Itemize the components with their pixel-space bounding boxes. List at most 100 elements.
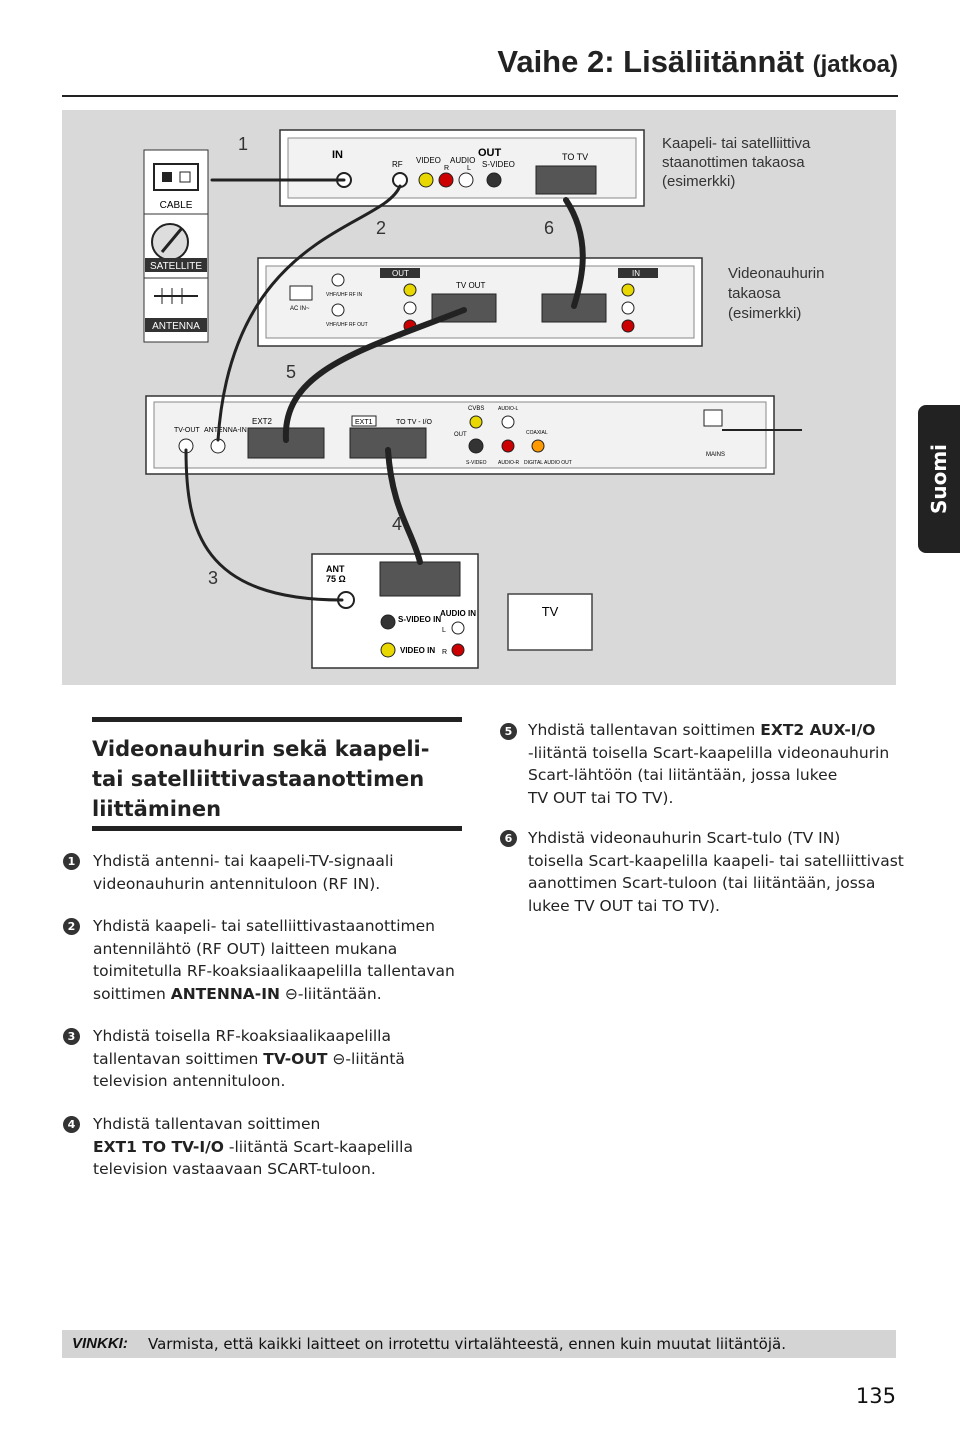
rec-out-label: OUT [454,432,467,438]
rec-digital-label: DIGITAL AUDIO OUT [524,460,572,466]
receiver-audio-label: AUDIO [450,156,475,165]
video-jack [418,172,434,188]
receiver-totv-label: TO TV [562,152,588,162]
vcr-rfout-label: VHF/UHF RF OUT [326,322,368,328]
marker-6: 6 [544,218,554,238]
tv-audio-l-jack [451,621,465,635]
tv-audioin-label: AUDIO IN [440,609,476,618]
ac-in-socket [289,285,313,301]
vcr-rfin-label: VHF/UHF RF IN [326,292,362,298]
tip-label: VINKKI: [72,1335,128,1352]
receiver-r-label: R [444,165,449,172]
recorder-back-panel: TV-OUT ANTENNA-IN EXT2 EXT1 TO TV - I/O … [145,395,802,475]
rec-totvio-label: TO TV - I/O [396,419,432,426]
language-tab: Suomi [918,405,960,553]
step-1-text: Yhdistä antenni- tai kaapeli-TV-signaali… [93,852,394,893]
rec-audio-r-jack [501,439,515,453]
receiver-video-label: VIDEO [416,156,441,165]
vcr-caption: Videonauhurin takaosa (esimerkki) [728,265,824,322]
step-3-text: Yhdistä toisella RF-koaksiaalikaapelilla… [93,1027,405,1090]
vcr-video-in-jack [621,283,635,297]
page-title-main: Vaihe 2: Lisäliitännät [497,44,805,79]
scart-totv-socket [535,165,597,195]
tv-scart-socket [379,561,461,597]
vcr-out-label: OUT [392,269,409,278]
receiver-out-label: OUT [478,147,502,159]
marker-5: 5 [286,362,296,382]
page-number: 135 [855,1384,896,1408]
section-rule-top [92,717,462,722]
antenna-label: ANTENNA [152,321,200,332]
step-6-number: 6 [500,830,517,847]
vcr-rf-in-jack [331,273,345,287]
connection-diagram-svg: CABLE SATELLITE ANTENNA IN OUT RF VIDEO … [143,129,824,669]
section-rule-bottom [92,826,462,831]
section-title: Videonauhurin sekä kaapeli- tai satellii… [92,737,430,821]
step-6-text: Yhdistä videonauhurin Scart-tulo (TV IN)… [528,829,904,915]
language-tab-label: Suomi [927,443,951,515]
step-5-number: 5 [500,723,517,740]
rec-cvbs-jack [469,415,483,429]
tip-bar: VINKKI: Varmista, että kaikki laitteet o… [62,1330,896,1358]
satellite-label: SATELLITE [150,261,202,272]
marker-3: 3 [208,568,218,588]
satellite-dish-icon [151,223,189,261]
header-rule [62,95,898,97]
cable-icon [153,163,199,191]
step-5-text: Yhdistä tallentavan soittimen EXT2 AUX-I… [528,721,890,807]
tv-icon: TV [507,593,593,651]
rec-ext1-label: EXT1 [355,419,373,426]
rec-cvbs-label: CVBS [468,406,484,412]
vcr-video-out-jack [403,283,417,297]
signal-source-box: CABLE SATELLITE ANTENNA [143,149,209,343]
antenna-symbol-icon: ⊖ [332,1049,346,1068]
marker-1: 1 [238,134,248,154]
svg-text:Videonauhurin: Videonauhurin [728,265,824,282]
svg-text:Kaapeli- tai satelliittiva: Kaapeli- tai satelliittiva [662,135,811,152]
rec-audior-label: AUDIO-R [498,460,520,466]
tv-svideo-label: S-VIDEO IN [398,615,441,624]
step-2-text: Yhdistä kaapeli- tai satelliittivastaano… [93,917,455,1003]
tv-r-label: R [442,649,447,656]
tv-back-panel: ANT 75 Ω S-VIDEO IN AUDIO IN L VIDEO IN … [311,553,479,669]
marker-4: 4 [392,514,402,534]
rec-mains-label: MAINS [706,452,725,458]
receiver-in-label: IN [332,149,343,161]
rec-svideo-jack [468,438,484,454]
marker-2: 2 [376,218,386,238]
rec-coax-jack [531,439,545,453]
tv-video-jack [380,642,396,658]
vcr-tvout-label: TV OUT [456,281,485,290]
svg-text:(esimerkki): (esimerkki) [662,173,735,190]
receiver-l-label: L [467,165,471,172]
rec-tvout-label: TV-OUT [174,427,200,434]
svg-text:takaosa: takaosa [728,285,781,302]
step-1-number: 1 [63,853,80,870]
page-title-sub: (jatkoa) [812,51,898,78]
tip-text: Varmista, että kaikki laitteet on irrote… [148,1335,786,1353]
vcr-back-panel: AC IN~ VHF/UHF RF IN VHF/UHF RF OUT OUT … [257,257,703,347]
tv-audio-r-jack [451,643,465,657]
cables [184,178,586,602]
svg-text:(esimerkki): (esimerkki) [728,305,801,322]
vcr-acin-label: AC IN~ [290,306,310,312]
tv-label: TV [542,604,559,619]
vcr-rf-out-jack [331,303,345,317]
connection-diagram: CABLE SATELLITE ANTENNA IN OUT RF VIDEO … [62,110,896,685]
cable-label: CABLE [160,200,193,211]
tv-videoin-label: VIDEO IN [400,646,435,655]
svideo-jack [486,172,502,188]
receiver-rf-label: RF [392,160,403,169]
rec-antin-label: ANTENNA-IN [204,427,247,434]
vcr-audio-in-r-jack [621,319,635,333]
receiver-svideo-label: S-VIDEO [482,160,515,169]
step-4-number: 4 [63,1116,80,1133]
audio-l-jack [458,172,474,188]
step-4-text: Yhdistä tallentavan soittimen EXT1 TO TV… [93,1115,413,1178]
receiver-caption: Kaapeli- tai satelliittiva staanottimen … [662,135,811,190]
tv-svideo-jack [380,614,396,630]
tv-ant-label: ANT [326,564,345,574]
svg-text:staanottimen takaosa: staanottimen takaosa [662,154,805,171]
audio-r-jack [438,172,454,188]
vcr-in-label: IN [632,269,640,278]
